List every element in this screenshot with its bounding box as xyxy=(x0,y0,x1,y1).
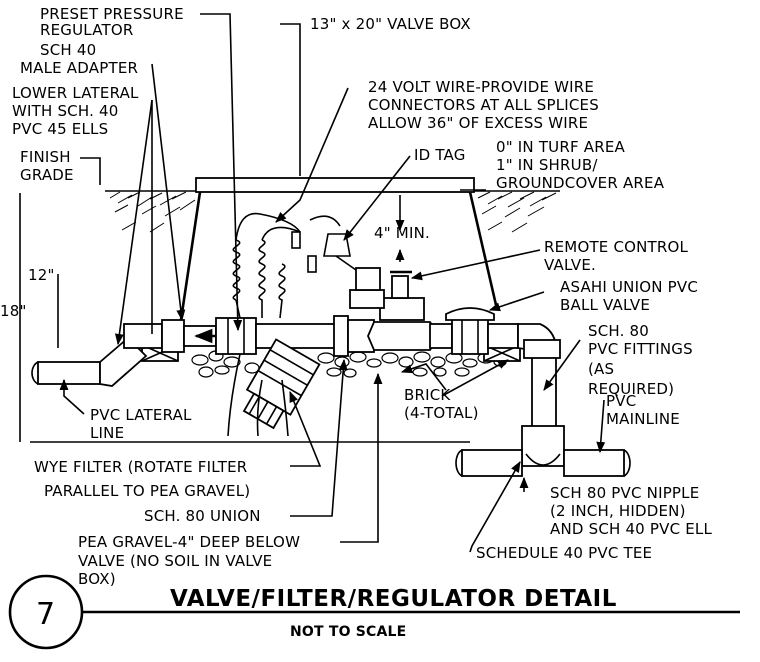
label-male-adapter-2: MALE ADAPTER xyxy=(20,59,138,77)
label-tee: SCHEDULE 40 PVC TEE xyxy=(476,544,652,562)
label-sch80-fittings-2: PVC FITTINGS xyxy=(588,340,693,358)
label-sch80-union: SCH. 80 UNION xyxy=(144,507,261,525)
label-mainline-2: MAINLINE xyxy=(606,410,680,428)
detail-title: VALVE/FILTER/REGULATOR DETAIL xyxy=(170,586,617,612)
detail-subtitle: NOT TO SCALE xyxy=(290,624,406,640)
label-male-adapter-1: SCH 40 xyxy=(40,41,96,59)
label-lower-lateral-3: PVC 45 ELLS xyxy=(12,120,108,138)
label-lower-lateral-1: LOWER LATERAL xyxy=(12,84,139,102)
label-wire-3: ALLOW 36" OF EXCESS WIRE xyxy=(368,114,588,132)
ball-valve xyxy=(445,307,519,355)
label-valve-box: 13" x 20" VALVE BOX xyxy=(310,15,471,33)
label-wire-2: CONNECTORS AT ALL SPLICES xyxy=(368,96,599,114)
label-nipple-3: AND SCH 40 PVC ELL xyxy=(550,520,712,538)
label-wye-filter-2: PARALLEL TO PEA GRAVEL) xyxy=(44,482,250,500)
label-sch80-fittings-3: (AS xyxy=(588,360,614,378)
label-turf-2: 1" IN SHRUB/ xyxy=(496,156,598,174)
label-wire-1: 24 VOLT WIRE-PROVIDE WIRE xyxy=(368,78,594,96)
label-preset-regulator-1: PRESET PRESSURE xyxy=(40,5,184,23)
label-pvc-lateral-1: PVC LATERAL xyxy=(90,406,192,424)
label-pea-gravel-3: BOX) xyxy=(78,570,116,588)
title-block: 7 VALVE/FILTER/REGULATOR DETAIL NOT TO S… xyxy=(8,574,740,650)
label-preset-regulator-2: REGULATOR xyxy=(40,21,134,39)
label-id-tag: ID TAG xyxy=(414,146,466,164)
label-pea-gravel-1: PEA GRAVEL-4" DEEP BELOW xyxy=(78,533,300,551)
label-turf-1: 0" IN TURF AREA xyxy=(496,138,626,156)
label-sch80-fittings-1: SCH. 80 xyxy=(588,322,649,340)
label-mainline-1: PVC xyxy=(606,392,636,410)
wye-filter xyxy=(242,338,321,430)
label-finish-grade-2: GRADE xyxy=(20,166,74,184)
label-turf-3: GROUNDCOVER AREA xyxy=(496,174,665,192)
label-nipple-2: (2 INCH, HIDDEN) xyxy=(550,502,686,520)
remote-control-valve xyxy=(333,267,453,357)
label-finish-grade-1: FINISH xyxy=(20,148,71,166)
label-pvc-lateral-2: LINE xyxy=(90,424,124,442)
leader-lines xyxy=(59,13,606,553)
finish-grade-line xyxy=(105,190,560,233)
label-remote-valve-1: REMOTE CONTROL xyxy=(544,238,689,256)
label-wye-filter-1: WYE FILTER (ROTATE FILTER xyxy=(34,458,247,476)
dimension-lines xyxy=(19,193,470,443)
valve-box xyxy=(176,177,498,341)
label-lower-lateral-2: WITH SCH. 40 xyxy=(12,102,119,120)
detail-number: 7 xyxy=(36,597,55,632)
label-ball-valve-2: BALL VALVE xyxy=(560,296,650,314)
soil-hatching xyxy=(109,191,557,233)
label-dim-12: 12" xyxy=(28,266,55,284)
label-brick-1: BRICK xyxy=(404,386,451,404)
label-dim-18: 18" xyxy=(0,302,27,320)
lateral-pipe xyxy=(31,317,337,387)
label-brick-2: (4-TOTAL) xyxy=(404,404,479,422)
label-ball-valve-1: ASAHI UNION PVC xyxy=(560,278,698,296)
label-pea-gravel-2: VALVE (NO SOIL IN VALVE xyxy=(78,552,272,570)
mainline-riser xyxy=(455,323,631,477)
label-min-depth: 4" MIN. xyxy=(374,224,430,242)
callout-labels: PRESET PRESSURE REGULATOR SCH 40 MALE AD… xyxy=(0,5,712,588)
label-remote-valve-2: VALVE. xyxy=(544,256,596,274)
label-nipple-1: SCH 80 PVC NIPPLE xyxy=(550,484,699,502)
label-sch80-fittings-4: REQUIRED) xyxy=(588,380,674,398)
